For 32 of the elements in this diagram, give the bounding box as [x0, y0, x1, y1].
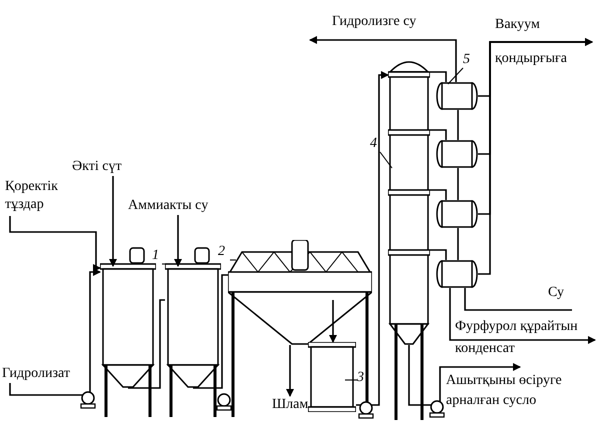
stream-label: Фурфурол құрайтын конденсат — [455, 318, 579, 358]
callout-number: 4 — [370, 136, 378, 152]
pipe-arrow — [449, 288, 596, 344]
pipe-arrow — [9, 268, 101, 396]
stream-label: Су — [548, 284, 565, 302]
pipe-arrow — [174, 215, 182, 267]
callout-number: 2 — [218, 244, 226, 260]
callout-number: 5 — [463, 52, 471, 68]
stream-label: Қоректік тұздар — [5, 178, 59, 214]
pipe-arrow — [109, 176, 117, 267]
stream-label: Гидролизге су — [331, 14, 418, 30]
pipe-arrow — [430, 189, 447, 200]
pipe-arrow — [329, 300, 337, 343]
stream-label: Гидролизат — [2, 365, 71, 383]
stream-label: Шлам — [272, 396, 310, 414]
leader-line — [380, 152, 392, 168]
pipe-arrow — [286, 345, 294, 397]
leader-line — [448, 68, 464, 84]
pipe-arrow — [408, 345, 521, 406]
stream-label: Вакуум қондырғыға — [495, 16, 568, 68]
pipe-arrow — [430, 249, 447, 260]
pipe-arrow — [356, 71, 389, 406]
callout-number: 3 — [357, 370, 365, 386]
pipe-arrow — [9, 216, 101, 272]
pipe-arrow — [430, 129, 447, 140]
pipe-arrow — [478, 38, 593, 275]
callout-number: 1 — [152, 248, 160, 264]
stream-label: Әкті сүт — [72, 158, 123, 176]
pipe-arrow — [430, 71, 447, 82]
stream-label: Ашытқыны өсіруге арналған сусло — [446, 372, 563, 410]
pipe-arrow — [309, 36, 457, 82]
stream-label: Аммиакты су — [128, 197, 210, 215]
